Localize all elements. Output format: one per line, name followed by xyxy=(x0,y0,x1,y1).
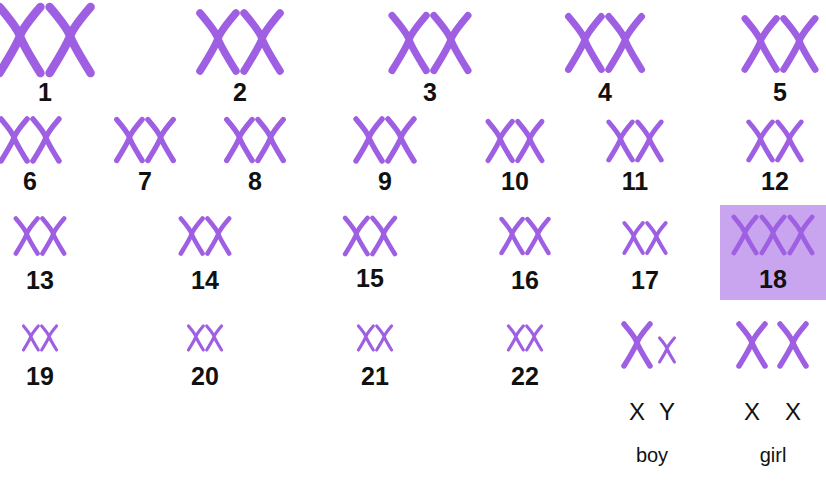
sex-chromosome-letter: X xyxy=(785,400,801,424)
chromosome xyxy=(518,122,542,161)
chromosome xyxy=(148,120,173,161)
chromosome xyxy=(207,326,222,350)
sex-chromosome-letter: Y xyxy=(659,400,675,424)
chromosome xyxy=(568,17,601,70)
chromosome-number: 3 xyxy=(423,80,437,105)
chromosome-number: 10 xyxy=(501,169,529,194)
chromosome xyxy=(527,326,542,350)
chromosome-number: 12 xyxy=(761,169,789,194)
chromosome xyxy=(739,324,765,366)
chromosome xyxy=(780,324,806,366)
chromosome xyxy=(1,119,27,161)
chromosome xyxy=(638,122,662,160)
chromosome xyxy=(508,326,523,350)
chromosome xyxy=(609,17,642,70)
chromosome-number: 21 xyxy=(361,364,389,389)
chromosome-number: 11 xyxy=(622,169,648,194)
chromosome xyxy=(502,219,523,253)
chromosome-number: 13 xyxy=(26,268,54,293)
chromosome xyxy=(33,119,59,161)
chromosome xyxy=(762,217,784,253)
chromosome xyxy=(745,19,777,70)
chromosome xyxy=(50,7,91,73)
sex-caption: girl xyxy=(760,445,787,465)
chromosome xyxy=(181,219,203,254)
chromosome xyxy=(790,217,812,253)
chromosome xyxy=(388,119,414,161)
chromosome xyxy=(356,119,382,161)
chromosome xyxy=(784,19,816,70)
chromosome xyxy=(258,120,283,161)
chromosome-number: 17 xyxy=(631,268,659,293)
chromosome xyxy=(244,13,280,71)
sex-chromosome-letter: X xyxy=(629,400,645,424)
chromosome-number: 16 xyxy=(511,268,539,293)
chromosome-number: 8 xyxy=(248,169,262,194)
chromosome xyxy=(200,13,236,71)
chromosome-number: 19 xyxy=(26,364,54,389)
chromosome-number: 5 xyxy=(773,80,787,105)
chromosome xyxy=(647,223,666,253)
chromosome xyxy=(358,326,373,350)
chromosome-number: 18 xyxy=(759,267,787,292)
chromosome xyxy=(188,326,203,350)
chromosome xyxy=(660,338,675,362)
chromosome xyxy=(23,326,38,350)
chromosome xyxy=(778,122,802,160)
chromosome-number: 20 xyxy=(191,364,219,389)
chromosome-number: 15 xyxy=(356,266,384,291)
chromosome xyxy=(42,326,57,350)
chromosome xyxy=(345,218,367,254)
chromosome-number: 2 xyxy=(233,80,247,105)
chromosome xyxy=(434,16,468,71)
chromosome-number: 22 xyxy=(511,364,539,389)
chromosome-number: 14 xyxy=(191,268,219,293)
chromosome xyxy=(227,120,252,161)
chromosome-number: 9 xyxy=(378,169,392,194)
chromosome xyxy=(527,219,548,253)
sex-caption: boy xyxy=(636,445,668,465)
chromosome xyxy=(734,217,756,253)
chromosome xyxy=(749,122,773,160)
chromosome-number: 7 xyxy=(138,169,152,194)
chromosome xyxy=(207,219,229,254)
chromosome xyxy=(373,218,395,254)
chromosome-number: 6 xyxy=(23,169,37,194)
chromosome xyxy=(377,326,392,350)
chromosome xyxy=(0,7,40,73)
chromosome xyxy=(624,324,650,366)
chromosome xyxy=(488,122,512,161)
highlight-box: 18 xyxy=(720,205,826,300)
chromosome xyxy=(16,219,38,254)
chromosome-number: 1 xyxy=(38,80,52,105)
chromosome xyxy=(609,122,633,160)
chromosome xyxy=(42,219,64,254)
sex-chromosome-letter: X xyxy=(744,400,760,424)
chromosome xyxy=(117,120,142,161)
chromosome-number: 4 xyxy=(598,80,612,105)
chromosome xyxy=(624,223,643,253)
chromosome xyxy=(392,16,426,71)
